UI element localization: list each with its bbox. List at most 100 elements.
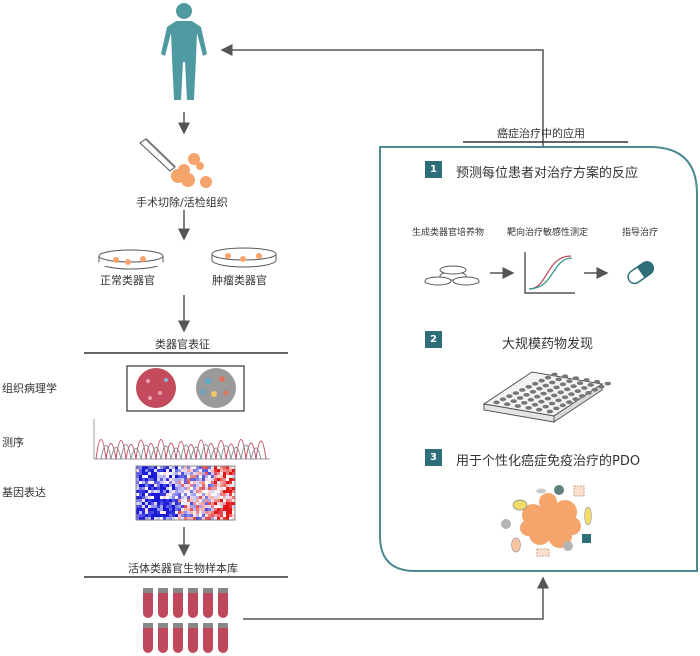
heatmap-cell bbox=[205, 484, 209, 488]
heatmap-cell bbox=[208, 502, 212, 506]
heatmap-cell bbox=[214, 481, 218, 485]
heatmap-cell bbox=[196, 505, 200, 509]
heatmap-cell bbox=[223, 517, 227, 521]
heatmap-cell bbox=[181, 472, 185, 476]
heatmap-cell bbox=[196, 514, 200, 518]
heatmap-cell bbox=[151, 469, 155, 473]
heatmap-cell bbox=[172, 472, 176, 476]
heatmap-cell bbox=[136, 472, 140, 476]
heatmap-cell bbox=[139, 466, 143, 470]
heatmap-cell bbox=[199, 466, 203, 470]
heatmap-cell bbox=[169, 499, 173, 503]
heatmap-cell bbox=[220, 475, 224, 479]
heatmap-cell bbox=[202, 508, 206, 512]
heatmap-cell bbox=[163, 490, 167, 494]
heatmap-cell bbox=[151, 499, 155, 503]
normal-organoid-dish-icon bbox=[98, 249, 164, 270]
heatmap-cell bbox=[199, 517, 203, 521]
tumor-organoid-label: 肿瘤类器官 bbox=[212, 274, 267, 287]
heatmap-cell bbox=[160, 511, 164, 515]
heatmap-cell bbox=[199, 478, 203, 482]
plate-well bbox=[542, 404, 549, 409]
heatmap-cell bbox=[193, 469, 197, 473]
heatmap-cell bbox=[211, 490, 215, 494]
heatmap-cell bbox=[217, 484, 221, 488]
heatmap-cell bbox=[157, 496, 161, 500]
heatmap-cell bbox=[184, 478, 188, 482]
heatmap-cell bbox=[214, 505, 218, 509]
heatmap-cell bbox=[208, 499, 212, 503]
heatmap-cell bbox=[142, 493, 146, 497]
tube bbox=[218, 628, 228, 653]
heatmap-cell bbox=[202, 505, 206, 509]
heatmap-cell bbox=[184, 475, 188, 479]
heatmap-cell bbox=[226, 475, 230, 479]
plate-well bbox=[581, 386, 588, 390]
heatmap-cell bbox=[193, 484, 197, 488]
step-2-title: 大规模药物发现 bbox=[502, 337, 594, 352]
heatmap-cell bbox=[229, 514, 233, 518]
heatmap-cell bbox=[229, 475, 233, 479]
heatmap-cell bbox=[154, 517, 158, 521]
heatmap-cell bbox=[187, 478, 191, 482]
heatmap-cell bbox=[226, 469, 230, 473]
heatmap-cell bbox=[172, 511, 176, 515]
heatmap-cell bbox=[217, 493, 221, 497]
heatmap-cell bbox=[187, 472, 191, 476]
heatmap-cell bbox=[157, 499, 161, 503]
application-panel-border bbox=[379, 146, 698, 572]
heatmap-cell bbox=[229, 499, 233, 503]
heatmap-cell bbox=[163, 511, 167, 515]
tube bbox=[218, 593, 228, 618]
plate-well bbox=[546, 409, 554, 414]
heatmap-cell bbox=[226, 484, 230, 488]
heatmap-cell bbox=[172, 493, 176, 497]
heatmap-cell bbox=[169, 466, 173, 470]
heatmap-cell bbox=[217, 511, 221, 515]
heatmap-cell bbox=[172, 484, 176, 488]
heatmap-cell bbox=[184, 499, 188, 503]
plate-well bbox=[504, 402, 511, 407]
tube bbox=[158, 593, 168, 618]
plate-well bbox=[576, 381, 584, 385]
heatmap-cell bbox=[232, 511, 236, 515]
heatmap-cell bbox=[190, 466, 194, 470]
plate-well bbox=[538, 378, 545, 383]
heatmap-cell bbox=[229, 487, 233, 491]
tube-cap bbox=[188, 588, 198, 593]
heatmap-cell bbox=[211, 514, 215, 518]
heatmap-cell bbox=[205, 511, 209, 515]
heatmap-cell bbox=[199, 481, 203, 485]
heatmap-cell bbox=[169, 496, 173, 500]
heatmap-cell bbox=[193, 493, 197, 497]
heatmap-cell bbox=[175, 466, 179, 470]
plate-well bbox=[521, 401, 528, 405]
heatmap-cell bbox=[160, 508, 164, 512]
heatmap-cell bbox=[184, 469, 188, 473]
heatmap-cell bbox=[199, 493, 203, 497]
heatmap-cell bbox=[151, 514, 155, 518]
heatmap-cell bbox=[139, 517, 143, 521]
heatmap-cell bbox=[223, 511, 227, 515]
heatmap-cell bbox=[229, 493, 233, 497]
heatmap-cell bbox=[202, 493, 206, 497]
heatmap-cell bbox=[199, 487, 203, 491]
histology-image bbox=[126, 365, 245, 412]
heatmap-cell bbox=[196, 502, 200, 506]
heatmap-cell bbox=[205, 499, 209, 503]
heatmap-cell bbox=[196, 487, 200, 491]
heatmap-cell bbox=[214, 514, 218, 518]
heatmap-cell bbox=[196, 475, 200, 479]
heatmap-cell bbox=[226, 493, 230, 497]
heatmap-cell bbox=[157, 514, 161, 518]
heatmap-cell bbox=[184, 490, 188, 494]
heatmap-cell bbox=[145, 499, 149, 503]
heatmap-cell bbox=[214, 499, 218, 503]
application-panel-title: 癌症治疗中的应用 bbox=[497, 127, 585, 140]
heatmap-cell bbox=[184, 517, 188, 521]
plate-well bbox=[598, 384, 605, 389]
heatmap-cell bbox=[145, 502, 149, 506]
heatmap-cell bbox=[190, 499, 194, 503]
heatmap-cell bbox=[166, 514, 170, 518]
heatmap-cell bbox=[145, 487, 149, 491]
